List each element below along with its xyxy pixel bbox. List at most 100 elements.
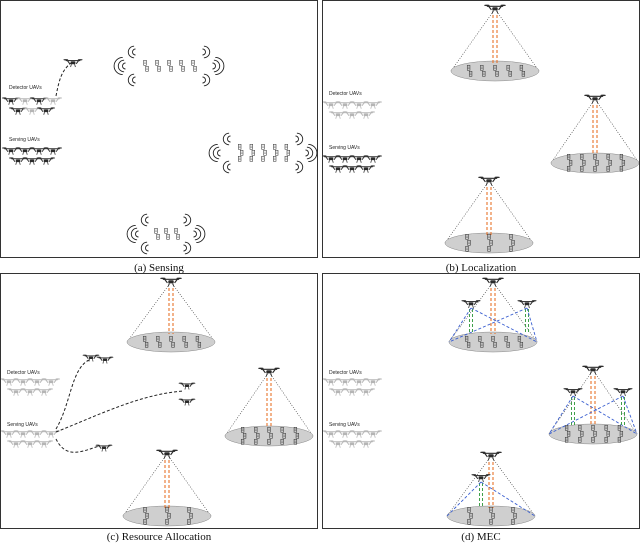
user-device-icon <box>254 427 258 433</box>
user-device-icon <box>619 431 624 437</box>
user-device-icon <box>519 342 524 348</box>
user-device-icon <box>169 66 173 72</box>
drone-icon <box>343 165 361 173</box>
user-device-icon <box>174 228 178 234</box>
user-device-icon <box>249 156 253 162</box>
user-device-icon <box>621 160 626 166</box>
drone-icon <box>480 451 502 461</box>
signal-wave-icon <box>140 241 149 255</box>
signal-wave-icon <box>127 45 136 59</box>
drone-icon <box>563 388 583 397</box>
drone-icon <box>484 4 506 14</box>
user-device-icon <box>487 234 491 240</box>
user-device-icon <box>467 507 471 513</box>
detector-uavs-label: Detector UAVs <box>7 370 40 376</box>
coverage-edge <box>594 98 639 164</box>
blue-link <box>448 307 472 343</box>
travel-path <box>55 62 72 97</box>
coverage-edge <box>450 8 496 72</box>
user-device-icon <box>593 154 597 160</box>
user-device-icon <box>176 234 180 240</box>
user-device-icon <box>578 425 582 431</box>
drone-icon <box>178 382 196 390</box>
user-device-icon <box>467 519 471 525</box>
user-device-icon <box>267 427 271 433</box>
user-device-icon <box>240 439 245 445</box>
user-device-icon <box>256 433 260 439</box>
user-device-icon <box>482 71 486 77</box>
drone-icon <box>37 157 55 165</box>
drone-icon <box>357 165 375 173</box>
drone-icon <box>364 378 382 386</box>
user-device-icon <box>619 166 624 172</box>
user-device-icon <box>267 439 271 445</box>
drone-icon <box>517 300 537 309</box>
user-device-icon <box>604 425 608 431</box>
drone-icon <box>482 277 504 287</box>
user-device-icon <box>519 65 524 71</box>
coverage-edge <box>548 369 594 435</box>
user-device-icon <box>189 513 193 519</box>
user-device-icon <box>580 166 584 172</box>
user-device-icon <box>164 228 168 234</box>
blue-link <box>448 307 528 343</box>
user-device-icon <box>493 65 497 71</box>
user-device-icon <box>242 433 247 439</box>
user-device-icon <box>465 246 469 252</box>
user-device-icon <box>158 342 162 348</box>
user-device-icon <box>261 156 265 162</box>
dispatch-path <box>55 438 100 453</box>
serving-uavs-label: Serving UAVs <box>329 422 360 428</box>
user-device-icon <box>580 431 584 437</box>
user-device-icon <box>466 65 471 71</box>
drone-icon <box>160 277 182 287</box>
user-device-icon <box>286 150 290 156</box>
user-device-icon <box>240 150 244 156</box>
drone-icon <box>37 107 55 115</box>
signal-wave-icon <box>183 241 192 255</box>
drone-icon <box>364 430 382 438</box>
user-device-icon <box>273 144 277 150</box>
user-device-icon <box>511 519 515 525</box>
drone-icon <box>96 356 114 364</box>
user-device-icon <box>191 60 195 66</box>
user-device-icon <box>517 336 522 342</box>
user-device-icon <box>495 71 499 77</box>
user-device-icon <box>487 246 491 252</box>
drone-icon <box>156 449 178 459</box>
user-device-icon <box>145 66 149 72</box>
user-device-icon <box>604 437 608 443</box>
drone-icon <box>258 367 280 377</box>
signal-wave-icon <box>113 56 126 76</box>
signal-wave-icon <box>127 73 136 87</box>
blue-link <box>622 395 638 435</box>
user-device-icon <box>195 336 200 342</box>
user-device-icon <box>464 336 469 342</box>
blue-link <box>548 395 574 435</box>
user-device-icon <box>145 513 149 519</box>
user-device-icon <box>144 342 149 348</box>
drone-icon <box>582 365 604 375</box>
drone-icon <box>461 300 481 309</box>
user-device-icon <box>293 439 298 445</box>
dispatch-path <box>55 359 90 430</box>
serving-uavs-label: Serving UAVs <box>7 422 38 428</box>
user-device-icon <box>568 160 573 166</box>
user-device-icon <box>606 154 610 160</box>
coverage-edge <box>592 369 638 435</box>
caption-resource-allocation: (c) Resource Allocation <box>106 531 212 543</box>
user-device-icon <box>478 336 482 342</box>
user-device-icon <box>606 431 610 437</box>
drone-icon <box>95 444 113 452</box>
user-device-icon <box>156 234 160 240</box>
user-device-icon <box>254 439 258 445</box>
user-device-icon <box>187 507 191 513</box>
user-device-icon <box>184 342 188 348</box>
user-device-icon <box>169 336 173 342</box>
user-device-icon <box>504 336 508 342</box>
user-device-icon <box>143 519 147 525</box>
user-device-icon <box>187 519 191 525</box>
